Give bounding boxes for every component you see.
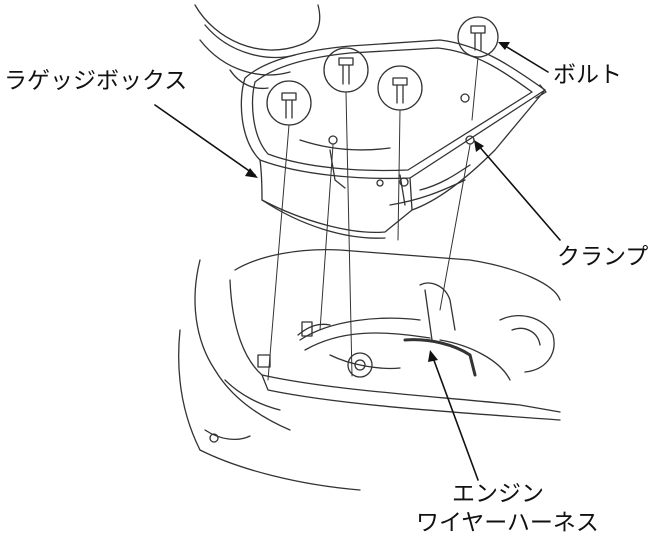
luggage-box-drawing [240, 39, 547, 239]
alignment-lines [267, 56, 479, 381]
arrowheads [245, 42, 510, 362]
bolt-callouts [266, 16, 499, 126]
bolt-label: ボルト [553, 62, 622, 88]
luggage-box-label: ラゲッジボックス [4, 68, 188, 94]
frame-drawing [178, 249, 561, 491]
clamp-label: クランプ [557, 244, 649, 270]
wire-harness-label: ワイヤーハーネス [416, 510, 599, 536]
engine-label: エンジン [452, 481, 544, 507]
leader-lines [154, 43, 561, 481]
rear-fender-sketch [194, 4, 321, 90]
